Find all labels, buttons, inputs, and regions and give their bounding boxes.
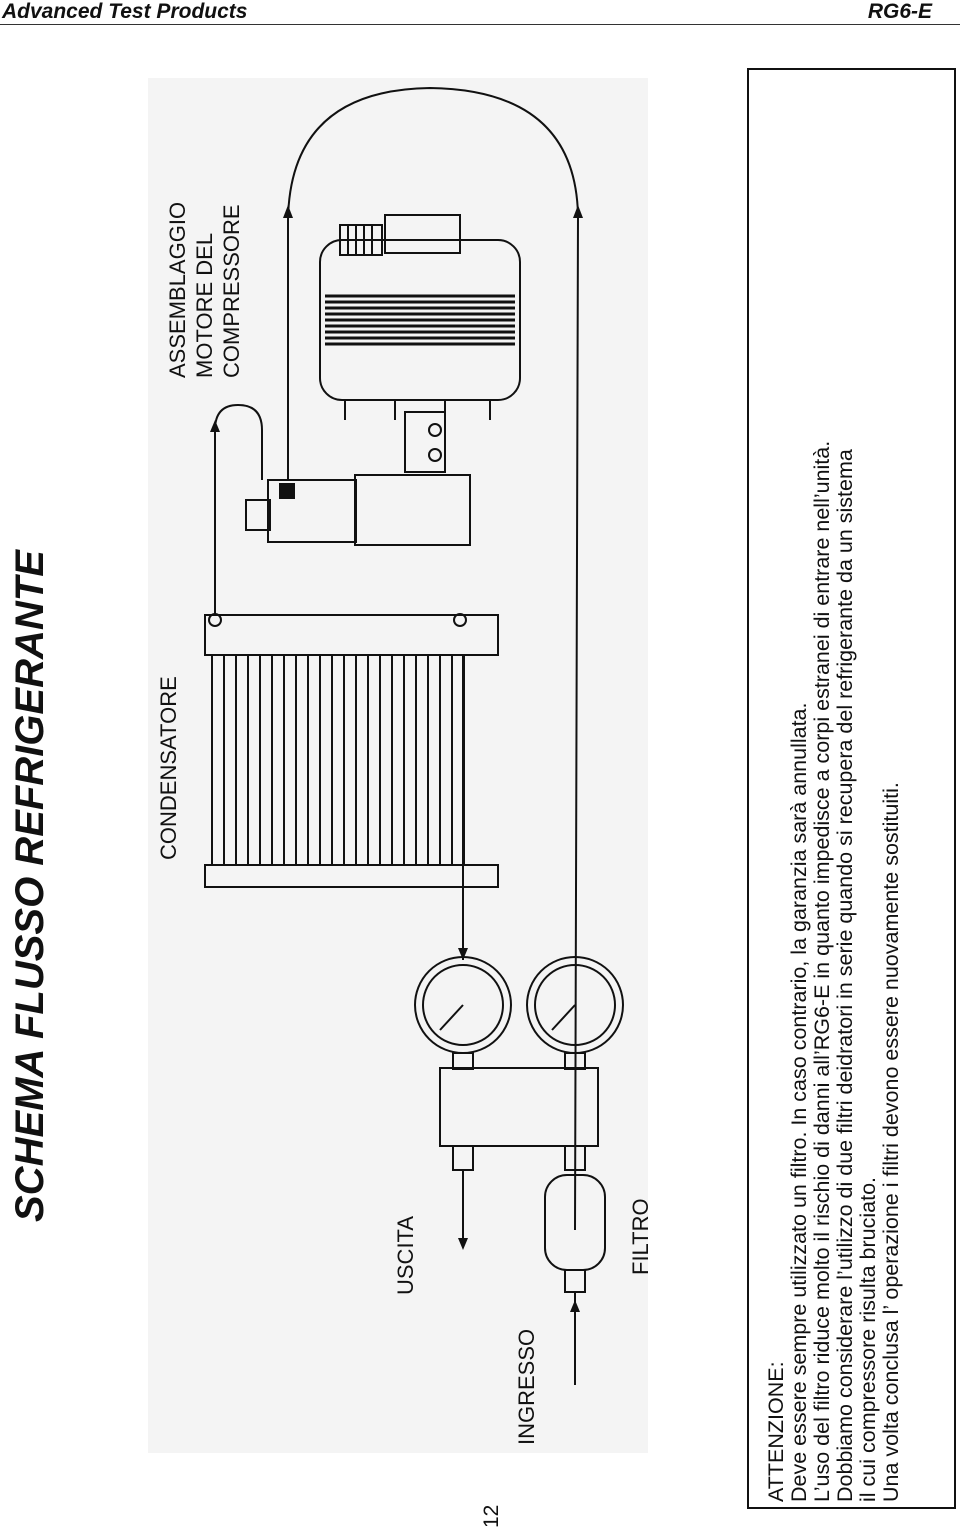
warning-line: il cui compressore risulta bruciato. xyxy=(856,1176,880,1502)
compressor-label-line1: ASSEMBLAGGIO xyxy=(165,201,190,378)
warning-box: ATTENZIONE: Deve essere sempre utilizzat… xyxy=(747,68,956,1509)
discharge-line xyxy=(214,403,263,615)
condenser-label: CONDENSATORE xyxy=(156,676,181,860)
page-number: 12 xyxy=(480,1504,503,1528)
compressor-motor-icon xyxy=(245,214,521,546)
page-header: Advanced Test Products RG6-E xyxy=(0,0,960,25)
warning-line: Una volta conclusa l’ operazione i filtr… xyxy=(879,782,903,1502)
model-name: RG6-E xyxy=(867,0,932,23)
compressor-label-line3: COMPRESSORE xyxy=(219,204,244,378)
manifold-block-icon xyxy=(439,1067,599,1147)
outlet-label: USCITA xyxy=(393,1215,418,1295)
warning-line: Deve essere sempre utilizzato un filtro.… xyxy=(787,702,811,1503)
filter-label: FILTRO xyxy=(628,1198,653,1275)
warning-text: ATTENZIONE: Deve essere sempre utilizzat… xyxy=(764,87,903,1503)
inlet-label: INGRESSO xyxy=(514,1328,539,1445)
company-name: Advanced Test Products xyxy=(2,0,248,23)
warning-line: Dobbiamo considerare l’utilizzo di due f… xyxy=(833,449,857,1502)
warning-heading: ATTENZIONE: xyxy=(764,1361,788,1502)
warning-line: L’uso del filtro riduce molto il rischio… xyxy=(810,440,834,1502)
return-line xyxy=(287,86,580,1231)
header-rule xyxy=(0,24,960,25)
compressor-label-line2: MOTORE DEL xyxy=(192,232,217,378)
